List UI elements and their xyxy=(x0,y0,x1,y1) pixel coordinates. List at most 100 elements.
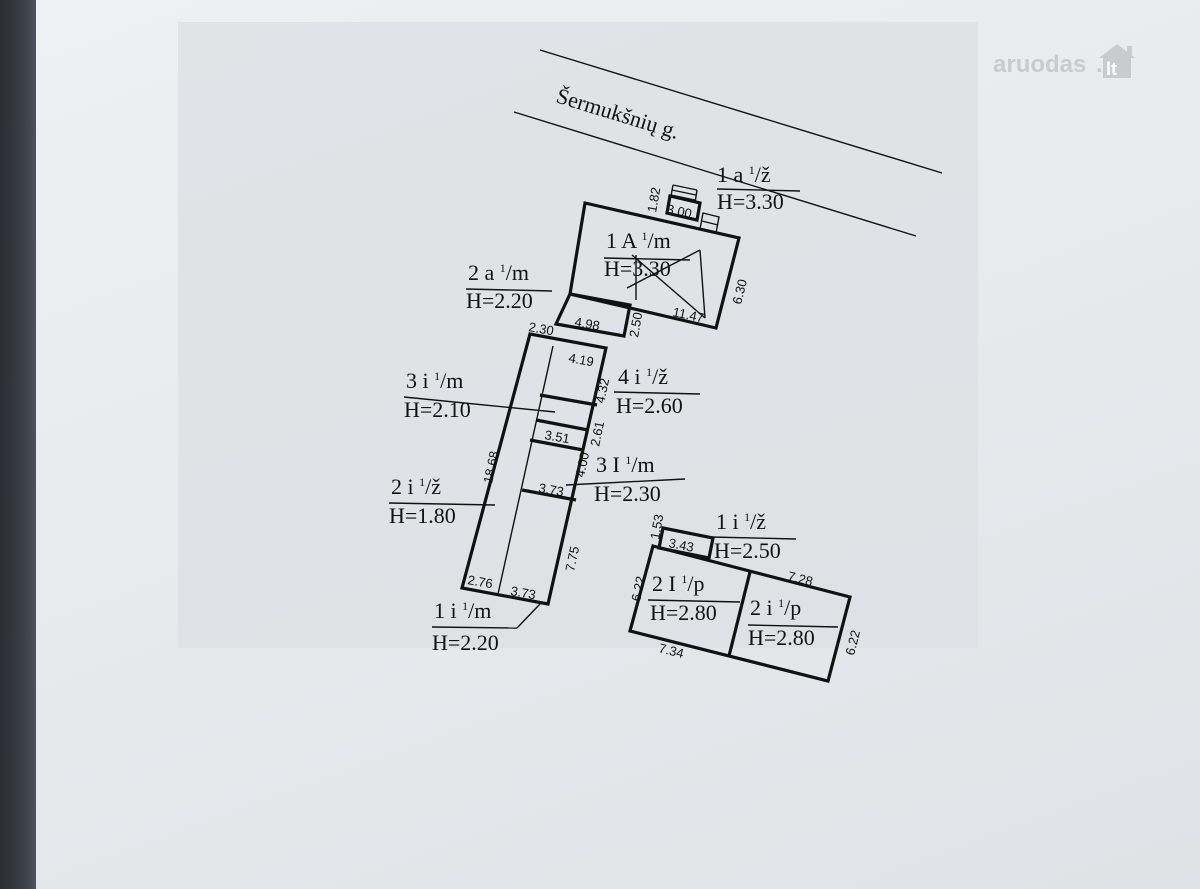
room-label-3i: 3 i 1/m H=2.10 xyxy=(404,368,471,422)
dim-3-73-upper: 3.73 xyxy=(537,480,565,499)
stair-rail-right xyxy=(694,189,698,204)
dim-4-32: 4.32 xyxy=(592,377,612,405)
dim-3-00: 3.00 xyxy=(665,201,693,221)
dim-2-61: 2.61 xyxy=(587,420,607,448)
dim-6-22-left: 6.22 xyxy=(628,575,648,603)
svg-text:2 i 1/ž: 2 i 1/ž xyxy=(391,474,441,499)
lower-building-outline xyxy=(628,544,852,683)
leader-4i xyxy=(613,391,701,395)
dim-7-34: 7.34 xyxy=(657,640,685,661)
svg-text:4 i 1/ž: 4 i 1/ž xyxy=(618,364,668,389)
svg-text:H=1.80: H=1.80 xyxy=(389,503,456,528)
dark-frame-edge xyxy=(0,0,40,889)
wall-4i xyxy=(539,393,598,407)
lower-building-divider xyxy=(727,571,752,657)
leader-1a xyxy=(716,188,801,192)
dim-2-76: 2.76 xyxy=(466,572,494,591)
room-label-1iz: 1 i 1/ž H=2.50 xyxy=(714,509,781,563)
dim-18-68: 18.68 xyxy=(480,450,501,485)
street-line-bottom xyxy=(513,111,917,237)
dim-3-73-lower: 3.73 xyxy=(509,583,537,602)
dim-4-98: 4.98 xyxy=(573,314,601,333)
side-stairs xyxy=(699,212,720,234)
wall-351 xyxy=(535,418,589,432)
dim-2-50: 2.50 xyxy=(626,311,645,339)
dim-3-43: 3.43 xyxy=(667,535,695,555)
street-line-top xyxy=(539,49,943,174)
porch-stairs xyxy=(665,194,702,222)
room-label-1a: 1 a 1/ž H=3.30 xyxy=(717,162,784,214)
svg-text:1 i 1/m: 1 i 1/m xyxy=(434,598,491,623)
stair-step-1 xyxy=(672,184,698,191)
svg-text:H=2.60: H=2.60 xyxy=(616,393,683,418)
svg-text:H=2.20: H=2.20 xyxy=(466,288,533,313)
leader-1A xyxy=(603,257,691,261)
aruodas-watermark-logo: aruodas . lt xyxy=(993,44,1135,79)
plan-shadow-area xyxy=(178,22,978,648)
leader-1i xyxy=(431,626,518,629)
svg-text:H=2.10: H=2.10 xyxy=(404,397,471,422)
house-icon xyxy=(1099,44,1135,78)
leader-3i xyxy=(403,396,556,413)
wall-3I-bottom xyxy=(521,488,577,502)
dim-6-30: 6.30 xyxy=(729,278,750,306)
room-label-4i: 4 i 1/ž H=2.60 xyxy=(616,364,683,418)
dim-1-53: 1.53 xyxy=(647,513,666,541)
watermark-dot: . xyxy=(1096,51,1103,78)
svg-text:H=2.50: H=2.50 xyxy=(714,538,781,563)
wall-3I-top xyxy=(529,438,584,452)
dim-4-19: 4.19 xyxy=(567,350,595,369)
leader-1i-tail xyxy=(516,603,541,629)
building-1A-diag-3 xyxy=(699,249,706,319)
leader-3I xyxy=(565,478,686,486)
street-name: Šermukšnių g. xyxy=(554,83,683,144)
svg-text:1 A 1/m: 1 A 1/m xyxy=(606,228,671,253)
leader-2I xyxy=(647,599,741,603)
svg-text:2 i 1/p: 2 i 1/p xyxy=(750,595,801,620)
leader-2ip xyxy=(747,624,839,628)
svg-text:2 I 1/p: 2 I 1/p xyxy=(652,571,704,596)
room-label-2a: 2 a 1/m H=2.20 xyxy=(466,260,533,313)
leader-2a xyxy=(465,288,553,292)
room-label-2ip: 2 i 1/p H=2.80 xyxy=(748,595,815,650)
annex-2a-outline xyxy=(553,292,632,338)
room-label-2I: 2 I 1/p H=2.80 xyxy=(650,571,717,625)
svg-text:1 i 1/ž: 1 i 1/ž xyxy=(716,509,766,534)
building-1A-diag-1 xyxy=(626,249,701,289)
dim-6-22-right: 6.22 xyxy=(842,629,863,657)
dim-11-47: 11.47 xyxy=(671,304,705,325)
dim-7-75: 7.75 xyxy=(562,545,582,573)
dim-3-51: 3.51 xyxy=(543,427,571,446)
stair-step-3 xyxy=(670,194,696,201)
svg-text:H=2.80: H=2.80 xyxy=(748,625,815,650)
svg-text:H=2.20: H=2.20 xyxy=(432,630,499,655)
svg-text:2 a 1/m: 2 a 1/m xyxy=(468,260,529,285)
annex-1i-outline xyxy=(657,526,715,560)
leader-1iz xyxy=(709,536,797,540)
watermark-brand: aruodas xyxy=(993,51,1086,78)
svg-text:H=3.30: H=3.30 xyxy=(717,189,784,214)
room-label-3I: 3 I 1/m H=2.30 xyxy=(594,452,661,506)
svg-text:3 i 1/m: 3 i 1/m xyxy=(406,368,463,393)
room-label-2i: 2 i 1/ž H=1.80 xyxy=(389,474,456,528)
leader-2i xyxy=(388,502,496,506)
long-building-divider xyxy=(497,345,554,595)
svg-text:3 I 1/m: 3 I 1/m xyxy=(596,452,655,477)
building-1A-diag-2 xyxy=(631,254,706,319)
stair-step-2 xyxy=(671,189,697,196)
svg-text:H=2.80: H=2.80 xyxy=(650,600,717,625)
room-label-1A: 1 A 1/m H=3.30 xyxy=(604,228,671,281)
dim-4-00: 4.00 xyxy=(572,451,592,479)
room-label-1i: 1 i 1/m H=2.20 xyxy=(432,598,499,655)
side-stair-step xyxy=(701,220,719,226)
dim-1-82: 1.82 xyxy=(644,186,663,214)
dim-2-30: 2.30 xyxy=(527,319,555,338)
watermark-tld: lt xyxy=(1106,59,1117,79)
building-1A-outline xyxy=(568,201,741,330)
svg-text:H=2.30: H=2.30 xyxy=(594,481,661,506)
long-building-outline xyxy=(460,332,608,606)
svg-text:1 a 1/ž: 1 a 1/ž xyxy=(717,162,771,187)
svg-text:H=3.30: H=3.30 xyxy=(604,256,671,281)
